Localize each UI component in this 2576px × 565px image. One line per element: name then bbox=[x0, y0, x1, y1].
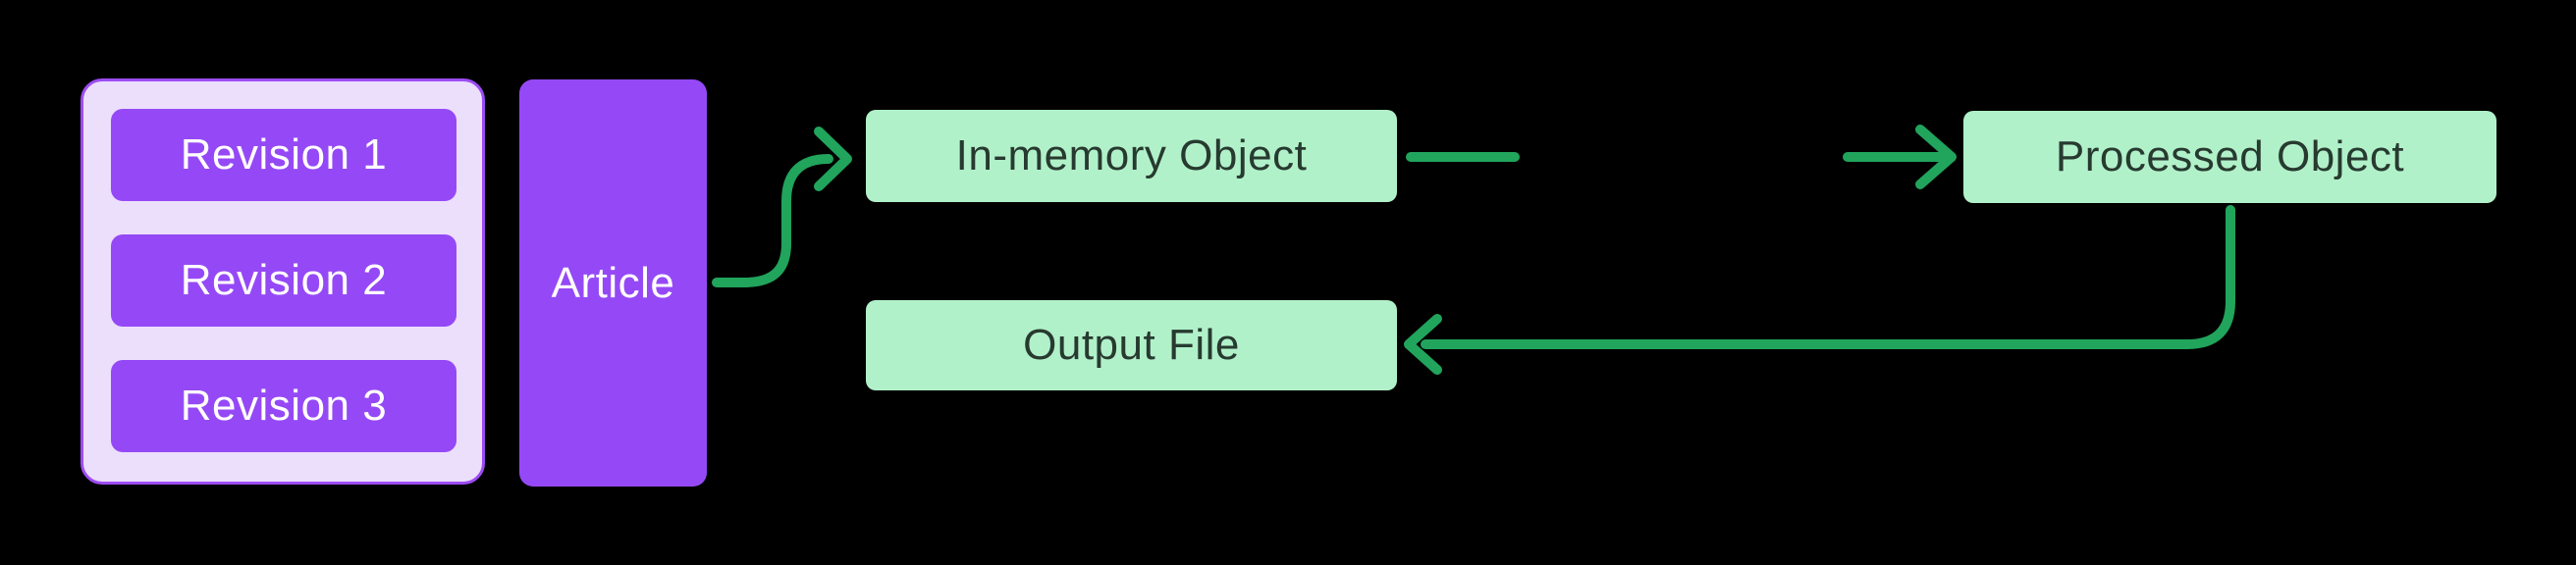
revision-1-label: Revision 1 bbox=[180, 130, 388, 179]
revision-1-box: Revision 1 bbox=[111, 109, 456, 201]
arrow-processed-to-output-file bbox=[1404, 205, 2235, 375]
revision-3-label: Revision 3 bbox=[180, 382, 388, 430]
revision-2-label: Revision 2 bbox=[180, 256, 388, 304]
in-memory-object-node: In-memory Object bbox=[866, 110, 1397, 202]
article-label: Article bbox=[551, 258, 675, 307]
revision-3-box: Revision 3 bbox=[111, 360, 456, 452]
revision-2-box: Revision 2 bbox=[111, 234, 456, 327]
article-node: Article bbox=[519, 79, 707, 487]
arrow-in-memory-to-processed bbox=[1406, 125, 1957, 189]
processed-object-node: Processed Object bbox=[1963, 111, 2496, 203]
output-file-label: Output File bbox=[1023, 321, 1240, 369]
output-file-node: Output File bbox=[866, 300, 1397, 390]
in-memory-object-label: In-memory Object bbox=[955, 131, 1308, 180]
arrow-article-to-in-memory bbox=[712, 127, 852, 287]
processed-object-label: Processed Object bbox=[2055, 132, 2405, 180]
